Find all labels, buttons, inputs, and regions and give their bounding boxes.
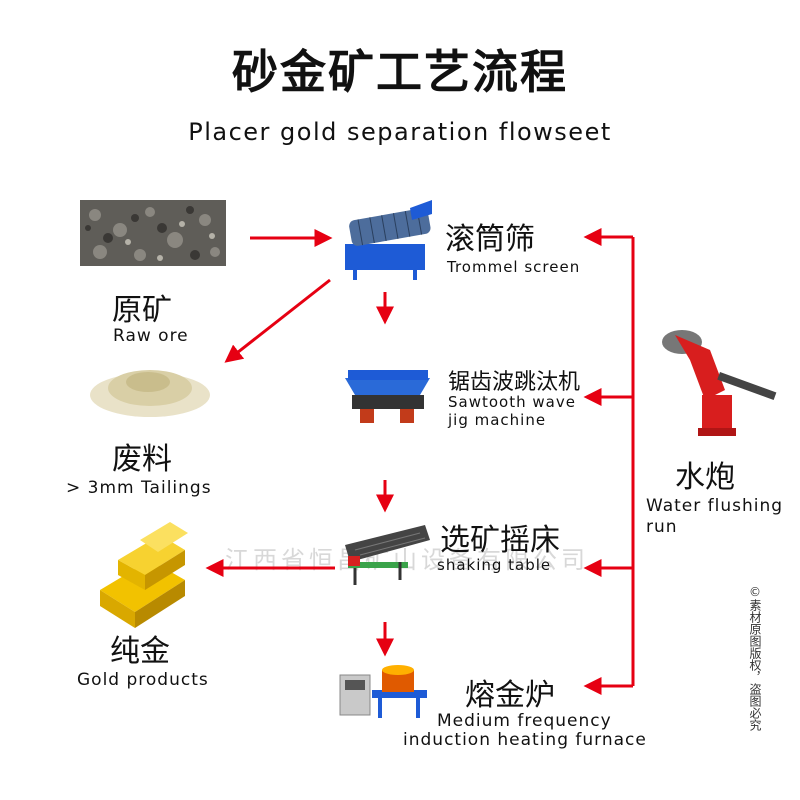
page-title: 砂金矿工艺流程 (232, 45, 568, 99)
water-cannon-label-en-2: run (646, 517, 678, 537)
table-label-en: shaking table (437, 556, 552, 574)
tailings-label-en: > 3mm Tailings (66, 478, 212, 498)
raw-ore-label-en: Raw ore (113, 326, 189, 346)
furnace-label-en-1: Medium frequency (437, 711, 612, 731)
water-cannon-image (662, 330, 777, 436)
tailings-image (90, 370, 210, 417)
trommel-label-en: Trommel screen (447, 258, 581, 276)
gold-label-cn: 纯金 (110, 634, 170, 669)
furnace-label-en-2: induction heating furnace (403, 730, 647, 750)
jig-label-cn: 锯齿波跳汰机 (448, 370, 581, 395)
table-label-cn: 选矿摇床 (440, 523, 560, 558)
furnace-image (339, 665, 427, 718)
raw-ore-image (80, 200, 226, 266)
jig-machine-image (345, 370, 430, 423)
gold-bars-image (100, 522, 188, 628)
trommel-screen-image (345, 200, 432, 280)
water-cannon-label-en-1: Water flushing (646, 496, 784, 516)
page-subtitle: Placer gold separation flowseet (188, 118, 612, 146)
trommel-label-cn: 滚筒筛 (445, 222, 535, 257)
flow-arrows (205, 229, 394, 657)
raw-ore-label-cn: 原矿 (112, 293, 172, 328)
water-cannon-label-cn: 水炮 (675, 460, 735, 495)
arrow-trommel-to-tailings (224, 278, 331, 363)
copyright-notice: ©素材原图版权，盗图必究 (748, 585, 762, 731)
jig-label-en-1: Sawtooth wave (448, 393, 576, 411)
furnace-label-cn: 熔金炉 (465, 678, 555, 713)
shaking-table-image (345, 525, 430, 585)
gold-label-en: Gold products (77, 670, 209, 690)
jig-label-en-2: jig machine (448, 411, 547, 429)
tailings-label-cn: 废料 (112, 442, 172, 477)
